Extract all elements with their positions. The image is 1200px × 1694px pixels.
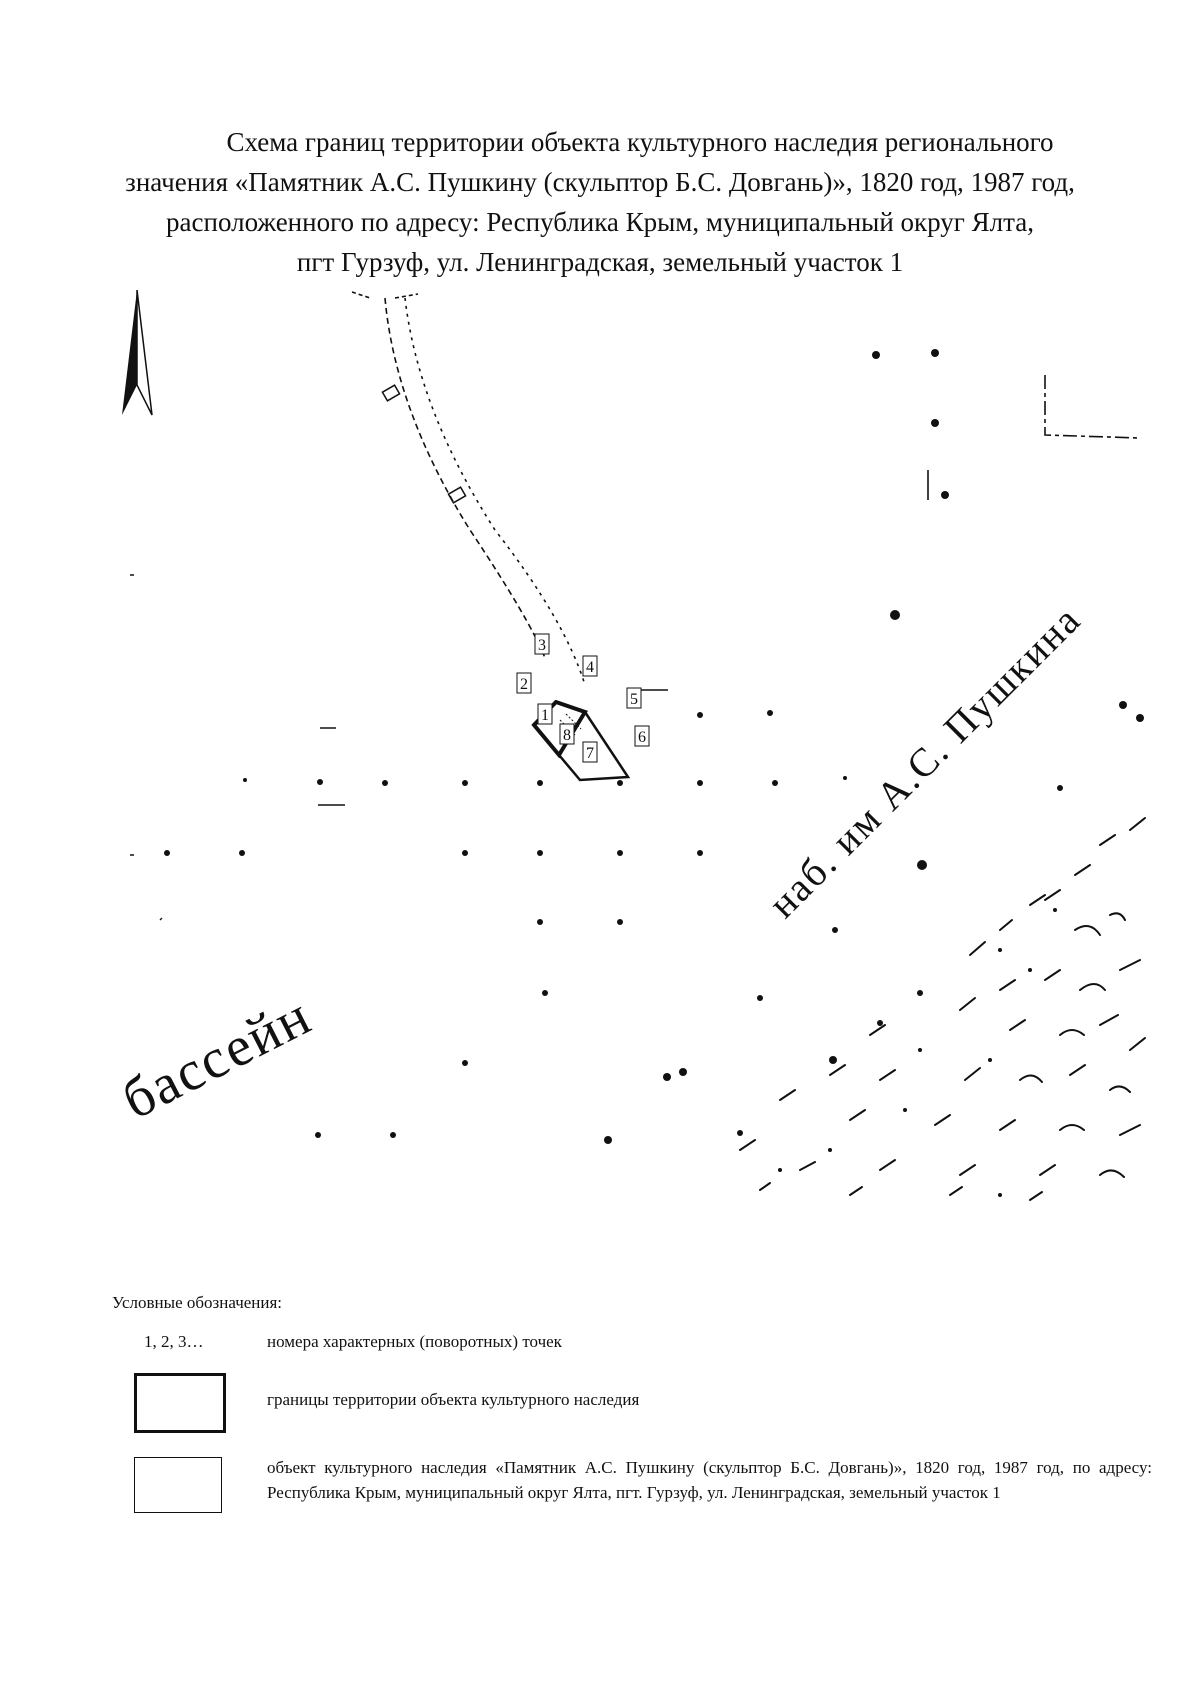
legend-item-points: 1, 2, 3… номера характерных (поворотных)…	[112, 1325, 1152, 1365]
point-label-8: 8	[559, 723, 575, 745]
svg-text:8: 8	[563, 727, 571, 744]
north-arrow-icon	[122, 290, 153, 416]
legend-symbol-points: 1, 2, 3…	[144, 1332, 204, 1351]
title-line-3: расположенного по адресу: Республика Кры…	[166, 207, 1034, 237]
svg-text:2: 2	[520, 676, 528, 693]
sea-hatching	[739, 817, 1146, 1201]
svg-text:1: 1	[541, 707, 549, 724]
legend-symbol-boundary	[134, 1373, 226, 1433]
map-title: Схема границ территории объекта культурн…	[100, 122, 1100, 282]
road-lines	[351, 291, 586, 686]
boundary-map: 1 2 3 4 5 6 7 8	[113, 290, 1146, 1201]
title-line-1: Схема границ территории объекта культурн…	[226, 127, 1054, 157]
street-label-embankment: наб. им А.С. Пушкина	[760, 597, 1090, 927]
svg-text:6: 6	[638, 729, 646, 746]
road-marks	[381, 384, 467, 504]
point-label-6: 6	[634, 725, 650, 747]
point-label-3: 3	[534, 633, 550, 655]
svg-text:4: 4	[586, 659, 594, 676]
point-labels: 1 2 3 4 5 6 7 8	[516, 633, 650, 763]
title-line-2: значения «Памятник А.С. Пушкину (скульпт…	[125, 167, 1075, 197]
legend-item-object: объект культурного наследия «Памятник А.…	[112, 1453, 1152, 1549]
legend: Условные обозначения: 1, 2, 3… номера ха…	[112, 1290, 1152, 1549]
legend-symbol-object	[134, 1457, 222, 1513]
legend-item-boundary: границы территории объекта культурного н…	[112, 1365, 1152, 1453]
building-outline	[927, 375, 1141, 500]
svg-text:7: 7	[586, 745, 594, 762]
svg-text:3: 3	[538, 637, 546, 654]
point-label-4: 4	[582, 655, 598, 677]
point-label-1: 1	[537, 703, 553, 725]
svg-text:5: 5	[630, 691, 638, 708]
legend-text-boundary: границы территории объекта культурного н…	[267, 1390, 640, 1409]
legend-text-points: номера характерных (поворотных) точек	[267, 1332, 562, 1351]
edge-marks	[130, 574, 345, 921]
sea-dots	[778, 908, 1057, 1197]
legend-heading: Условные обозначения:	[112, 1293, 283, 1312]
point-label-5: 5	[626, 687, 642, 709]
legend-text-object: объект культурного наследия «Памятник А.…	[267, 1458, 1152, 1502]
point-label-7: 7	[582, 741, 598, 763]
tree-markers	[164, 349, 1144, 1144]
point-label-2: 2	[516, 672, 532, 694]
street-label-pool: бассейн	[113, 984, 322, 1131]
title-line-4: пгт Гурзуф, ул. Ленинградская, земельный…	[296, 247, 904, 277]
